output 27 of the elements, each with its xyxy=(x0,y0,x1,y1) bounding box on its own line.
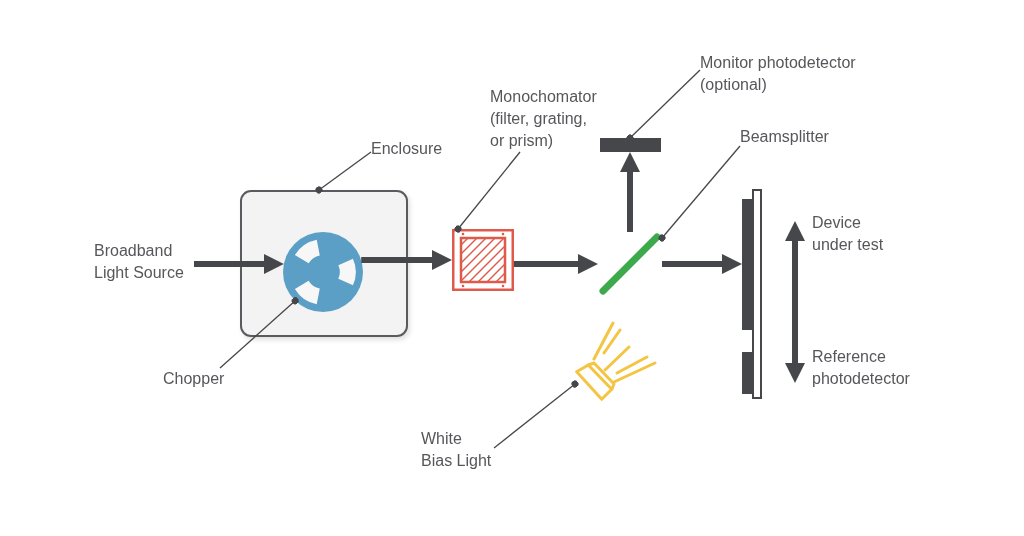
leader-line xyxy=(315,151,372,194)
beam-arrow xyxy=(361,250,452,270)
test-device-bar xyxy=(742,199,753,330)
part-label: Reference photodetector xyxy=(812,347,911,389)
monitor-label: Monitor photodetector (optional) xyxy=(700,52,865,96)
beam-arrow xyxy=(194,254,284,274)
reference-detector-bar xyxy=(742,352,753,394)
beam-arrow xyxy=(620,152,640,232)
monochromator-label: Monochomator (filter, grating, or prism) xyxy=(490,86,602,152)
leader-line xyxy=(454,151,521,233)
chopper-label: Chopper xyxy=(163,368,225,390)
chopper-wheel xyxy=(283,232,363,312)
leader-line xyxy=(493,380,579,449)
leader-line xyxy=(219,297,299,369)
enclosure-label: Enclosure xyxy=(371,138,443,160)
beamsplitter-label: Beamsplitter xyxy=(740,126,829,148)
bias-light-label: White Bias Light xyxy=(421,428,494,472)
source-label: Broadband Light Source xyxy=(94,240,194,284)
photodetector-bar xyxy=(600,138,661,152)
beamsplitter-plate xyxy=(598,232,662,296)
part-label: Device under test xyxy=(812,213,885,255)
leader-line xyxy=(658,145,741,242)
lamp-drawing xyxy=(575,321,657,401)
enclosure-box xyxy=(240,190,408,337)
monochromator-drawing xyxy=(452,229,514,291)
beam-arrow xyxy=(514,254,598,274)
beam-arrow xyxy=(662,254,742,274)
